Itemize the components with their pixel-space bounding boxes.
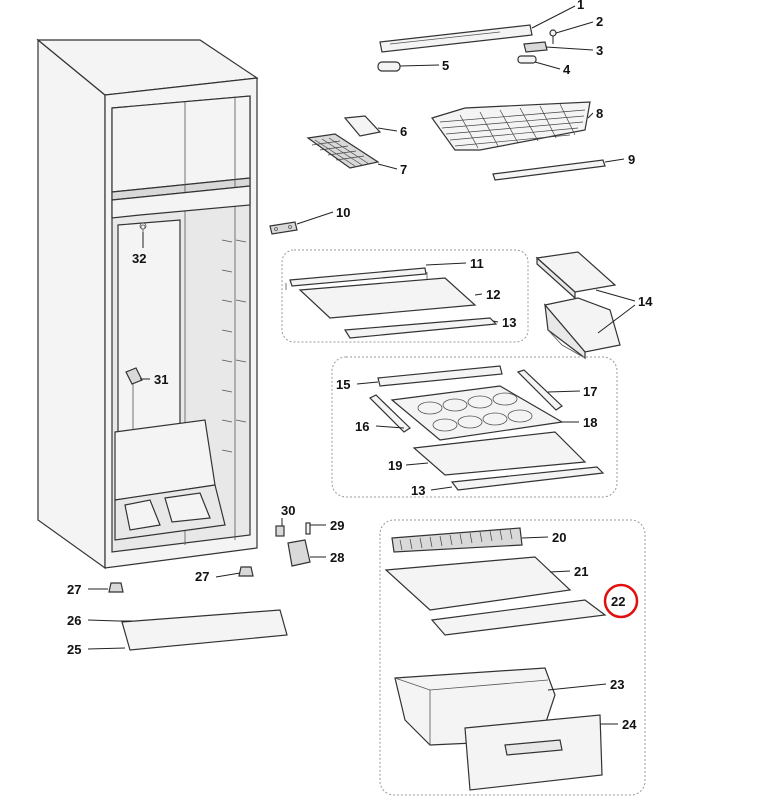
label-15: 15 xyxy=(336,377,350,392)
part-6-clip xyxy=(343,115,382,137)
label-30: 30 xyxy=(281,503,295,518)
label-12: 12 xyxy=(486,287,500,302)
part-17-side-rail xyxy=(516,369,563,411)
part-30-clip xyxy=(275,525,285,537)
part-22-crisper-trim xyxy=(430,599,607,636)
part-27a-leveling-foot xyxy=(108,582,124,593)
label-13b: 13 xyxy=(411,483,425,498)
part-1-hinge-cover xyxy=(379,24,533,53)
part-20-crisper-cover-frame xyxy=(391,527,523,553)
label-27a: 27 xyxy=(67,582,81,597)
highlight-circle-22 xyxy=(603,583,639,619)
part-24-crisper-front xyxy=(464,714,603,791)
part-16-side-rail xyxy=(368,394,411,433)
label-31: 31 xyxy=(154,372,168,387)
part-11-shelf-trim xyxy=(285,267,428,290)
label-5: 5 xyxy=(442,58,449,73)
refrigerator-cabinet xyxy=(36,38,259,570)
part-27b-leveling-foot xyxy=(238,566,254,577)
part-31-thermostat-knob xyxy=(125,367,143,385)
part-labels: 1 2 3 4 5 6 7 8 9 10 11 12 13 14 15 16 1… xyxy=(67,0,653,732)
label-16: 16 xyxy=(355,419,369,434)
label-1: 1 xyxy=(577,0,584,12)
part-14-dairy-box xyxy=(535,251,621,360)
label-23: 23 xyxy=(610,677,624,692)
label-4: 4 xyxy=(563,62,571,77)
part-10-bracket xyxy=(269,221,298,235)
part-21-crisper-glass xyxy=(384,556,572,611)
label-19: 19 xyxy=(388,458,402,473)
label-27b: 27 xyxy=(195,569,209,584)
part-12-glass-shelf xyxy=(298,277,477,319)
part-32-lamp xyxy=(139,222,147,230)
label-21: 21 xyxy=(574,564,588,579)
label-32: 32 xyxy=(132,251,146,266)
part-8-wire-shelf xyxy=(431,101,591,151)
part-29-pin xyxy=(305,522,311,535)
label-22: 22 xyxy=(611,594,625,609)
part-4-pin xyxy=(517,55,537,64)
label-13a: 13 xyxy=(502,315,516,330)
leader-lines xyxy=(87,5,636,725)
part-9-shelf-rail xyxy=(492,159,606,181)
label-18: 18 xyxy=(583,415,597,430)
part-13b-shelf-front-trim xyxy=(450,466,605,491)
label-8: 8 xyxy=(596,106,603,121)
part-19-glass-shelf xyxy=(412,431,587,476)
label-26: 26 xyxy=(67,613,81,628)
part-3-hinge xyxy=(523,41,548,53)
part-2-screw xyxy=(549,29,557,44)
label-29: 29 xyxy=(330,518,344,533)
label-17: 17 xyxy=(583,384,597,399)
label-24: 24 xyxy=(622,717,637,732)
label-6: 6 xyxy=(400,124,407,139)
part-5-bushing xyxy=(377,61,401,72)
label-3: 3 xyxy=(596,43,603,58)
label-2: 2 xyxy=(596,14,603,29)
part-7-ice-tray xyxy=(306,133,380,169)
part-28-hinge-bracket xyxy=(287,539,311,567)
label-14: 14 xyxy=(638,294,653,309)
part-25-base-grille xyxy=(121,609,288,651)
label-10: 10 xyxy=(336,205,350,220)
part-18-egg-tray xyxy=(390,385,564,441)
label-9: 9 xyxy=(628,152,635,167)
label-28: 28 xyxy=(330,550,344,565)
label-25: 25 xyxy=(67,642,81,657)
label-11: 11 xyxy=(470,256,484,271)
part-13a-shelf-front-trim xyxy=(343,317,498,339)
label-20: 20 xyxy=(552,530,566,545)
label-7: 7 xyxy=(400,162,407,177)
part-15-shelf-trim xyxy=(377,365,503,387)
group-box-shelf-middle xyxy=(331,356,618,498)
